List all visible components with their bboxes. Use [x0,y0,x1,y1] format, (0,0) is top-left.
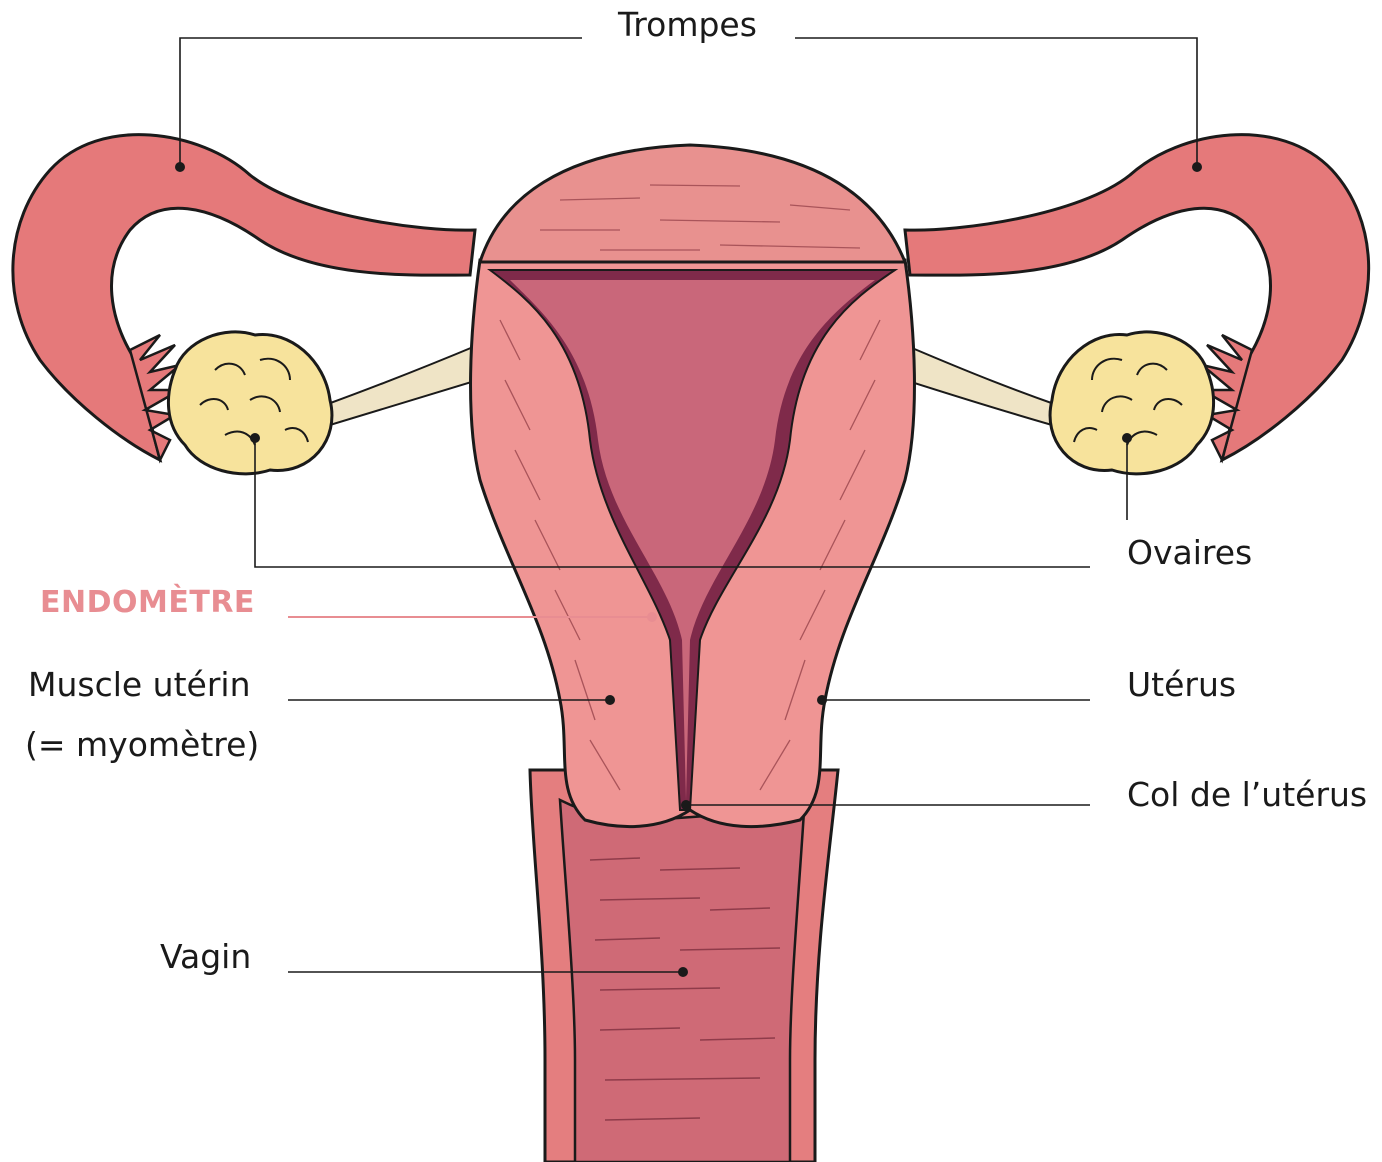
label-endometre: ENDOMÈTRE [40,588,255,618]
vagina-lumen [560,795,805,1162]
uterus-fundus [480,145,905,262]
right-ovary [1050,332,1214,474]
dot-vagin [678,967,688,977]
label-vagin: Vagin [160,940,251,973]
label-uterus: Utérus [1127,668,1236,701]
dot-uterus [817,695,827,705]
label-muscle-uterin: Muscle utérin [28,668,251,701]
dot-trompe-left [175,162,185,172]
dot-muscle [605,695,615,705]
dot-ovaire-left [250,433,260,443]
dot-endometre [647,612,657,622]
label-ovaires: Ovaires [1127,536,1252,569]
dot-col [681,800,691,810]
label-trompes: Trompes [618,8,757,41]
left-ovarian-ligament [325,345,478,425]
left-ovary [168,332,332,474]
dot-ovaire-right [1122,433,1132,443]
label-myometre: (= myomètre) [25,728,259,761]
right-ovarian-ligament [905,345,1057,425]
dot-trompe-right [1192,162,1202,172]
label-col-uterus: Col de l’utérus [1127,778,1367,811]
